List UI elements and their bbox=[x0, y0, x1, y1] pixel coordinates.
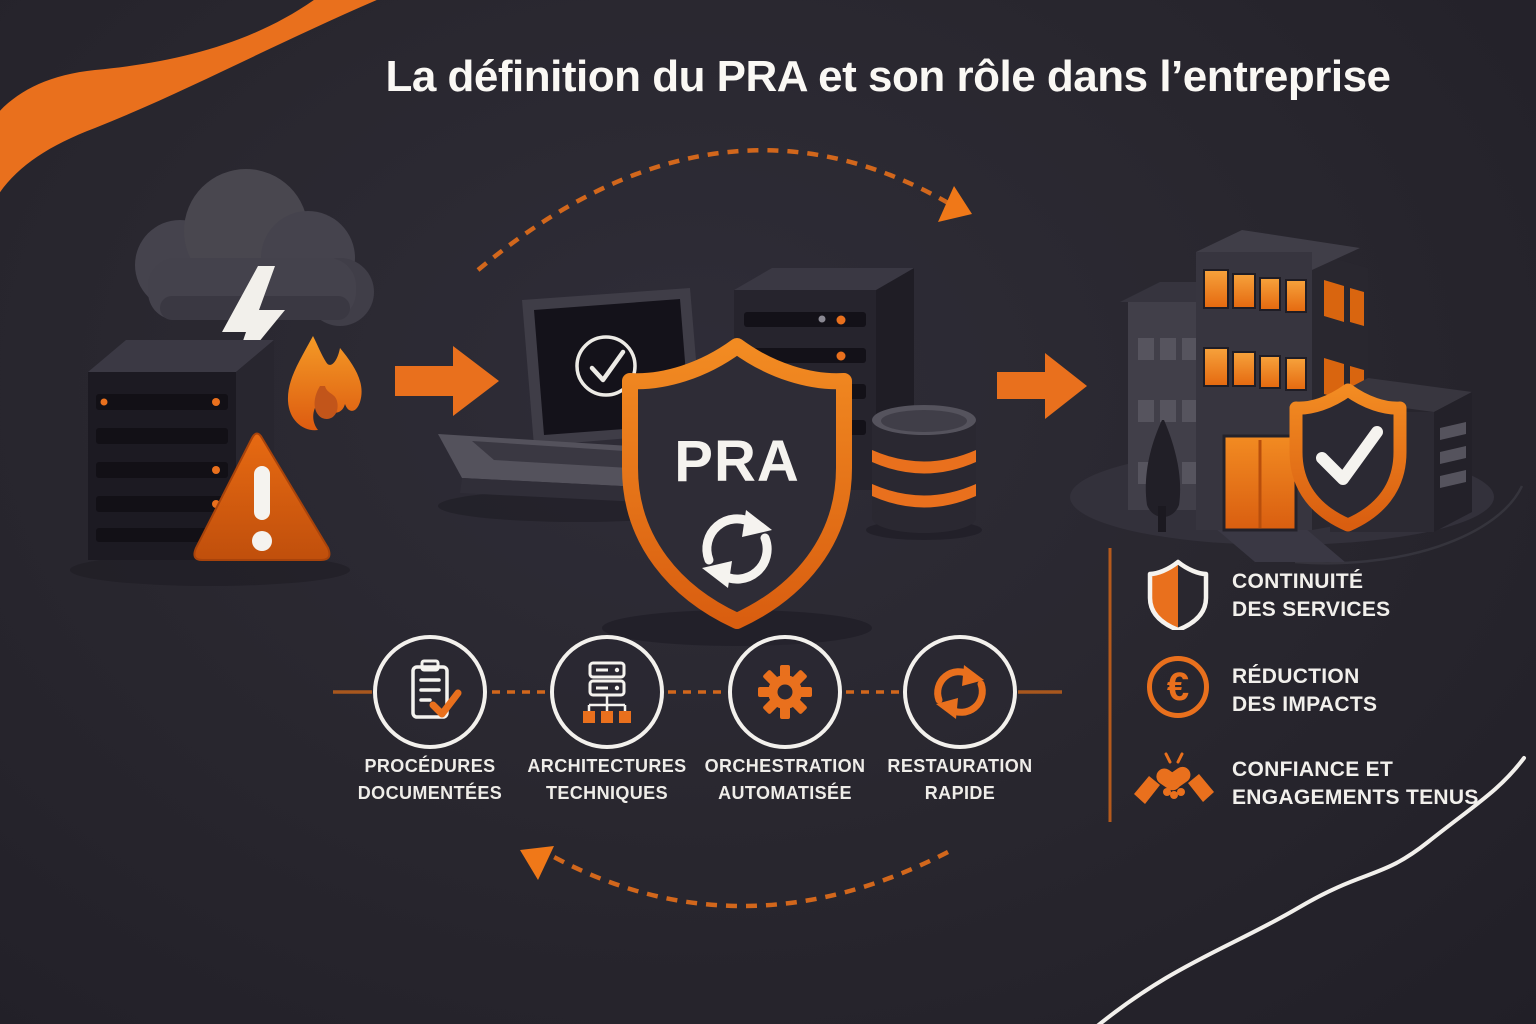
page-title: La définition du PRA et son rôle dans l’… bbox=[385, 52, 1391, 101]
process-label-orchestration: ORCHESTRATION AUTOMATISÉE bbox=[680, 753, 890, 807]
office-building-icon bbox=[1070, 230, 1494, 562]
lightning-icon bbox=[222, 266, 285, 376]
pra-shield-icon bbox=[622, 338, 852, 629]
euro-icon: € bbox=[1147, 656, 1209, 718]
top-dashed-arrow bbox=[476, 148, 972, 272]
benefit-label-continuite: CONTINUITÉ DES SERVICES bbox=[1232, 568, 1522, 624]
database-icon bbox=[866, 405, 982, 540]
refresh-icon bbox=[934, 665, 986, 719]
shield-icon bbox=[1147, 559, 1209, 633]
benefit-label-line: RÉDUCTION bbox=[1232, 665, 1360, 688]
pra-shield-label: PRA bbox=[674, 429, 800, 494]
handshake-icon bbox=[1134, 752, 1214, 804]
bottom-dashed-arrow bbox=[520, 846, 950, 909]
gear-icon bbox=[758, 665, 812, 719]
euro-glyph: € bbox=[1166, 665, 1190, 709]
process-label-line: RESTAURATION bbox=[887, 756, 1033, 776]
benefit-handshake bbox=[1134, 750, 1214, 819]
process-label-line: ORCHESTRATION bbox=[704, 756, 866, 776]
shield-check-icon bbox=[1289, 383, 1407, 532]
benefit-label-line: DES IMPACTS bbox=[1232, 693, 1378, 716]
flow-arrow-right bbox=[997, 353, 1087, 419]
process-step-architectures bbox=[550, 635, 664, 749]
benefit-shield bbox=[1146, 558, 1210, 635]
process-label-line: PROCÉDURES bbox=[364, 756, 496, 776]
benefit-label-line: CONFIANCE ET bbox=[1232, 758, 1394, 781]
benefit-label-line: DES SERVICES bbox=[1232, 598, 1391, 621]
process-label-line: TECHNIQUES bbox=[545, 783, 668, 803]
server-network-icon bbox=[583, 661, 631, 723]
corner-swoosh-ribbon bbox=[0, 0, 377, 193]
benefit-label-line: ENGAGEMENTS TENUS bbox=[1232, 786, 1479, 809]
process-label-procedures: PROCÉDURES DOCUMENTÉES bbox=[325, 753, 535, 807]
process-label-line: AUTOMATISÉE bbox=[718, 783, 852, 803]
process-label-line: RAPIDE bbox=[924, 783, 996, 803]
flow-arrow-left bbox=[395, 346, 499, 416]
corner-curve-line bbox=[1096, 756, 1526, 1024]
process-label-architectures: ARCHITECTURES TECHNIQUES bbox=[502, 753, 712, 807]
clipboard-check-icon bbox=[411, 659, 462, 719]
process-step-orchestration bbox=[728, 635, 842, 749]
process-step-restauration bbox=[903, 635, 1017, 749]
process-label-line: ARCHITECTURES bbox=[527, 756, 687, 776]
fire-icon bbox=[287, 336, 362, 431]
refresh-icon bbox=[702, 510, 772, 588]
process-step-procedures bbox=[373, 635, 487, 749]
benefit-label-line: CONTINUITÉ bbox=[1232, 570, 1364, 593]
warning-triangle-icon bbox=[193, 432, 331, 561]
process-label-line: DOCUMENTÉES bbox=[357, 783, 503, 803]
process-label-restauration: RESTAURATION RAPIDE bbox=[855, 753, 1065, 807]
benefit-label-reduction: RÉDUCTION DES IMPACTS bbox=[1232, 663, 1522, 719]
faint-arc bbox=[1294, 485, 1524, 565]
benefit-label-confiance: CONFIANCE ET ENGAGEMENTS TENUS bbox=[1232, 756, 1522, 812]
